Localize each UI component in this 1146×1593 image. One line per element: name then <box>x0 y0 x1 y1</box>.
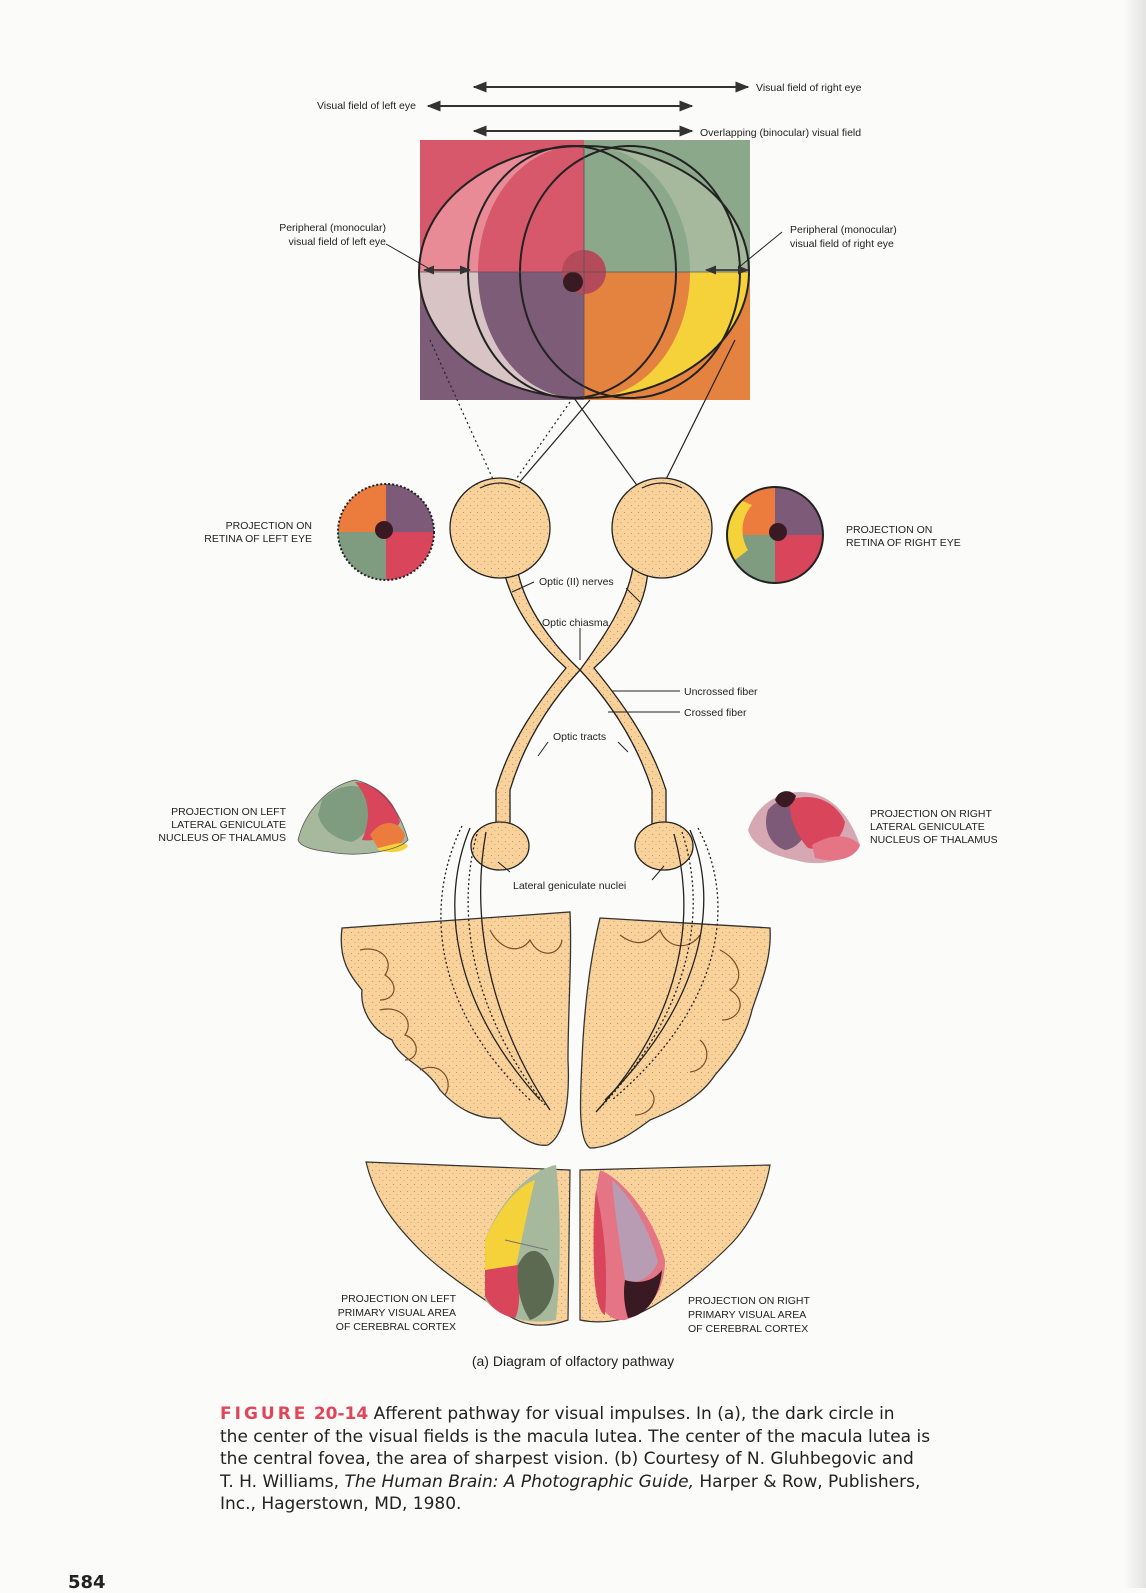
label-retina-right-2: RETINA OF RIGHT EYE <box>846 537 961 549</box>
visual-field-arrows <box>426 81 750 137</box>
label-optic-chiasma: Optic chiasma <box>542 617 609 629</box>
label-periph-right-1: Peripheral (monocular) <box>790 224 897 236</box>
label-cortex-left-3: OF CEREBRAL CORTEX <box>336 1321 456 1333</box>
subcaption: (a) Diagram of olfactory pathway <box>471 1353 675 1369</box>
label-periph-right-2: visual field of right eye <box>790 238 894 250</box>
label-vf-left: Visual field of left eye <box>317 100 416 112</box>
caption-line5: Inc., Hagerstown, MD, 1980. <box>220 1494 462 1514</box>
label-cortex-left-1: PROJECTION ON LEFT <box>341 1293 457 1305</box>
brain-section <box>340 911 771 1149</box>
label-cortex-right-1: PROJECTION ON RIGHT <box>688 1295 811 1307</box>
label-retina-left-2: RETINA OF LEFT EYE <box>204 533 312 545</box>
label-crossed: Crossed fiber <box>684 707 747 719</box>
label-periph-left-2: visual field of left eye <box>289 236 387 248</box>
label-periph-left-1: Peripheral (monocular) <box>279 222 386 234</box>
label-lgn: Lateral geniculate nuclei <box>513 880 626 892</box>
label-retina-right-1: PROJECTION ON <box>846 524 932 536</box>
label-cortex-right-3: OF CEREBRAL CORTEX <box>688 1323 808 1335</box>
retina-left <box>337 483 435 581</box>
visual-field-diagram <box>418 140 750 400</box>
label-lgn-right-1: PROJECTION ON RIGHT <box>870 808 993 820</box>
eye-lenses <box>479 482 683 489</box>
caption-line4-pre: T. H. Williams, <box>220 1471 340 1492</box>
caption-line3: the central fovea, the area of sharpest … <box>220 1449 914 1469</box>
retina-right <box>726 486 824 584</box>
label-lgn-right-3: NUCLEUS OF THALAMUS <box>870 834 998 846</box>
page-number: 584 <box>68 1572 106 1593</box>
label-vf-right: Visual field of right eye <box>756 82 862 94</box>
figure-caption: FIGURE 20-14 Afferent pathway for visual… <box>220 1403 965 1516</box>
optic-pathway <box>449 477 713 871</box>
label-lgn-left-3: NUCLEUS OF THALAMUS <box>158 832 286 844</box>
label-lgn-left-1: PROJECTION ON LEFT <box>171 806 287 818</box>
caption-line4-post: Harper & Row, Publishers, <box>699 1471 921 1492</box>
figure-number: 20-14 <box>313 1404 369 1424</box>
pathway-leaders <box>497 581 680 881</box>
label-cortex-right-2: PRIMARY VISUAL AREA <box>688 1309 806 1321</box>
optic-radiations <box>440 825 719 1113</box>
caption-line1: Afferent pathway for visual impulses. In… <box>373 1404 895 1424</box>
label-optic-tracts: Optic tracts <box>553 731 606 743</box>
label-optic-nerves: Optic (II) nerves <box>539 576 614 588</box>
leader-periph-right <box>737 231 783 269</box>
lgn-right <box>748 791 860 864</box>
leader-periph-left <box>385 243 429 269</box>
cortex-left <box>365 1161 571 1326</box>
caption-book-title: The Human Brain: A Photographic Guide, <box>344 1471 694 1492</box>
label-lgn-right-2: LATERAL GENICULATE <box>870 821 985 833</box>
lgn-left <box>297 779 409 855</box>
figure-word: FIGURE <box>220 1404 309 1424</box>
label-lgn-left-2: LATERAL GENICULATE <box>171 819 286 831</box>
page-edge-shadow <box>1124 0 1146 1588</box>
label-cortex-left-2: PRIMARY VISUAL AREA <box>338 1307 456 1319</box>
caption-line2: the center of the visual fields is the m… <box>220 1426 931 1447</box>
label-uncrossed: Uncrossed fiber <box>684 686 758 698</box>
cortex-right <box>579 1164 771 1323</box>
label-overlap: Overlapping (binocular) visual field <box>700 127 861 139</box>
label-retina-left-1: PROJECTION ON <box>226 520 312 532</box>
